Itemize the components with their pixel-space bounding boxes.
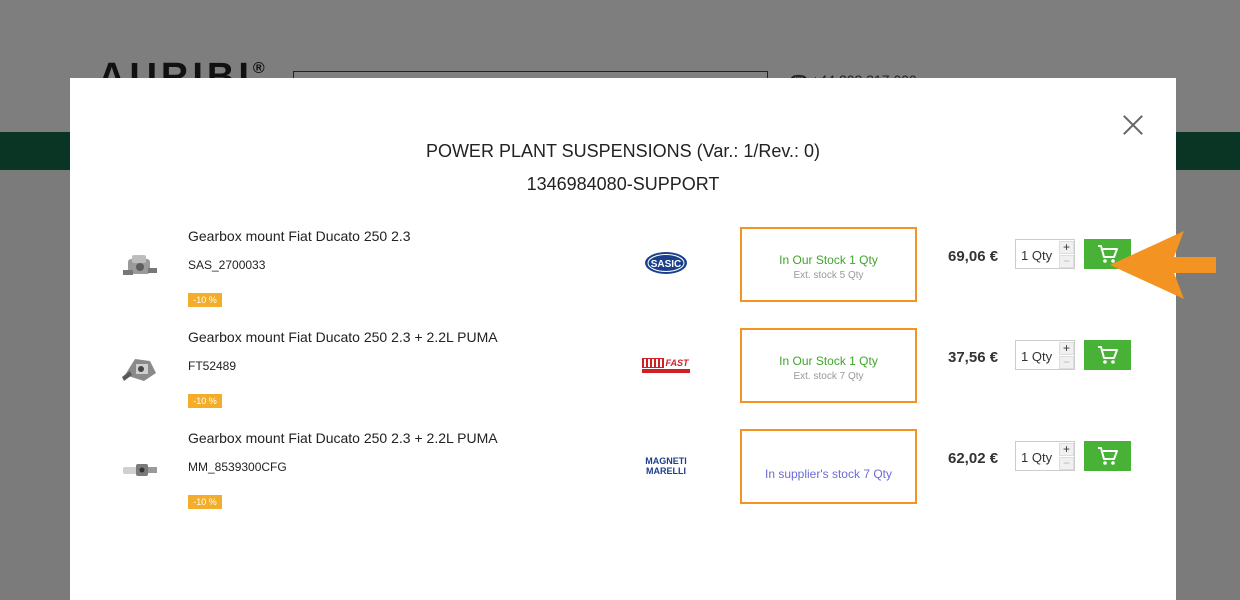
cart-icon [1098,447,1118,465]
product-row: Gearbox mount Fiat Ducato 250 2.3 SAS_27… [70,227,1176,328]
stock-availability: In Our Stock 1 Qty Ext. stock 5 Qty [740,227,917,302]
stock-availability: In supplier's stock 7 Qty [740,429,917,504]
close-icon[interactable] [1122,114,1144,136]
stock-external: Ext. stock 5 Qty [793,270,864,281]
stock-supplier: In supplier's stock 7 Qty [764,467,892,481]
quantity-minus-button[interactable]: − [1059,255,1074,268]
product-name[interactable]: Gearbox mount Fiat Ducato 250 2.3 + 2.2L… [188,329,498,345]
stock-availability: In Our Stock 1 Qty Ext. stock 7 Qty [740,328,917,403]
discount-badge: -10 % [188,293,222,307]
quantity-stepper[interactable]: 1 Qty + − [1015,340,1075,370]
modal-subtitle: 1346984080-SUPPORT [526,174,720,194]
product-name[interactable]: Gearbox mount Fiat Ducato 250 2.3 [188,228,411,244]
product-thumbnail[interactable] [120,250,160,284]
quantity-plus-button[interactable]: + [1059,443,1074,456]
brand-logo-sasic: SASIC [645,252,687,274]
discount-badge: -10 % [188,495,222,509]
quantity-plus-button[interactable]: + [1059,342,1074,355]
product-price: 37,56 € [948,349,999,366]
svg-text:MARELLI: MARELLI [646,466,686,476]
svg-text:FAST: FAST [665,358,690,368]
quantity-value[interactable]: 1 Qty [1021,450,1053,465]
svg-text:SASIC: SASIC [651,259,682,270]
product-modal: POWER PLANT SUSPENSIONS (Var.: 1/Rev.: 0… [70,78,1176,600]
quantity-stepper[interactable]: 1 Qty + − [1015,441,1075,471]
stock-external: Ext. stock 7 Qty [793,371,864,382]
product-row: Gearbox mount Fiat Ducato 250 2.3 + 2.2L… [70,328,1176,429]
add-to-cart-button[interactable] [1084,441,1131,471]
product-price: 62,02 € [948,450,999,467]
quantity-minus-button[interactable]: − [1059,457,1074,470]
quantity-value[interactable]: 1 Qty [1021,248,1053,263]
quantity-minus-button[interactable]: − [1059,356,1074,369]
modal-title: POWER PLANT SUSPENSIONS (Var.: 1/Rev.: 0… [425,141,821,161]
product-sku: MM_8539300CFG [188,460,287,474]
arrow-left-icon [1110,231,1216,299]
stock-own: In Our Stock 1 Qty [779,354,878,368]
discount-badge: -10 % [188,394,222,408]
brand-logo-fast: FAST [642,358,690,373]
quantity-stepper[interactable]: 1 Qty + − [1015,239,1075,269]
brand-logo-magneti-marelli: MAGNETI MARELLI [645,456,687,476]
product-price: 69,06 € [948,248,999,265]
product-sku: SAS_2700033 [188,258,266,272]
product-name[interactable]: Gearbox mount Fiat Ducato 250 2.3 + 2.2L… [188,430,498,446]
cart-icon [1098,245,1118,263]
product-thumbnail[interactable] [120,351,160,385]
product-thumbnail[interactable] [120,452,160,486]
quantity-plus-button[interactable]: + [1059,241,1074,254]
add-to-cart-button[interactable] [1084,340,1131,370]
product-sku: FT52489 [188,359,237,373]
quantity-value[interactable]: 1 Qty [1021,349,1053,364]
svg-text:MAGNETI: MAGNETI [645,456,687,466]
product-row: Gearbox mount Fiat Ducato 250 2.3 + 2.2L… [70,429,1176,530]
stock-own: In Our Stock 1 Qty [779,253,878,267]
cart-icon [1098,346,1118,364]
